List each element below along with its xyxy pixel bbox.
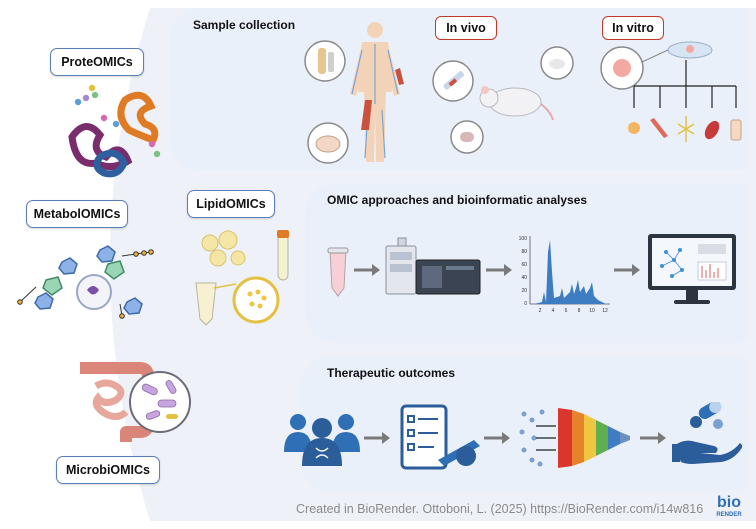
protein-structures-illustration xyxy=(68,84,161,178)
arrow-right-5 xyxy=(484,432,510,444)
in-vitro-tag: In vitro xyxy=(602,16,664,40)
in-vivo-tag: In vivo xyxy=(435,16,497,40)
mass-spectrometer-icon xyxy=(385,237,481,295)
sample-tube-icon xyxy=(327,247,349,297)
in-vitro-cell-culture xyxy=(600,41,742,142)
x-tick-6: 6 xyxy=(565,308,568,314)
sample-magnifier-syringe xyxy=(432,60,474,102)
y-tick-60: 60 xyxy=(521,262,527,268)
patient-group-icon xyxy=(284,414,360,466)
proteomics-label: ProteOMICs xyxy=(50,48,144,76)
metabolomics-label: MetabolOMICs xyxy=(26,200,128,228)
spectrum-chart: 100 80 60 40 20 0 2 4 6 8 10 12 xyxy=(519,236,610,314)
y-tick-100: 100 xyxy=(519,236,528,242)
biorender-logo-top: bio xyxy=(717,494,741,511)
x-tick-2: 2 xyxy=(539,308,542,314)
human-body-illustration xyxy=(350,22,404,162)
y-tick-0: 0 xyxy=(524,301,527,307)
arrow-right-4 xyxy=(364,432,390,444)
metabolites-illustration xyxy=(17,245,154,319)
biorender-logo: bio RENDER xyxy=(716,494,742,518)
y-tick-20: 20 xyxy=(521,288,527,294)
y-tick-80: 80 xyxy=(521,249,527,255)
x-tick-10: 10 xyxy=(589,308,595,314)
sample-magnifier-mouse-top xyxy=(540,46,574,80)
omic-approaches-title: OMIC approaches and bioinformatic analys… xyxy=(327,193,588,207)
x-tick-8: 8 xyxy=(578,308,581,314)
biorender-logo-bottom: RENDER xyxy=(716,512,742,518)
mouse-illustration xyxy=(479,86,554,121)
lipid-droplets-illustration xyxy=(195,230,289,326)
spectrum-peaks xyxy=(534,240,606,304)
x-tick-12: 12 xyxy=(602,308,608,314)
arrow-right-3 xyxy=(614,264,640,276)
sample-magnifier-spine xyxy=(304,40,346,82)
arrow-right-6 xyxy=(640,432,666,444)
therapeutic-outcomes-panel xyxy=(300,357,748,491)
sample-magnifier-mouse-bottom xyxy=(450,120,484,154)
y-tick-40: 40 xyxy=(521,275,527,281)
arrow-right-2 xyxy=(486,264,512,276)
gut-microbiome-illustration xyxy=(80,362,191,442)
microbiomics-label: MicrobiOMICs xyxy=(56,456,160,484)
credit-text: Created in BioRender. Ottoboni, L. (2025… xyxy=(296,502,704,516)
lipidomics-label: LipidOMICs xyxy=(187,190,275,218)
clinical-checklist-icon xyxy=(400,404,480,470)
sample-collection-title: Sample collection xyxy=(193,18,296,32)
x-tick-4: 4 xyxy=(552,308,555,314)
screening-funnel-icon xyxy=(519,408,630,468)
arrow-right-1 xyxy=(354,264,380,276)
sample-magnifier-petri xyxy=(307,122,349,164)
computer-monitor-icon xyxy=(648,234,736,304)
therapeutic-outcomes-title: Therapeutic outcomes xyxy=(327,366,456,380)
treatment-hand-pills-icon xyxy=(672,402,742,464)
